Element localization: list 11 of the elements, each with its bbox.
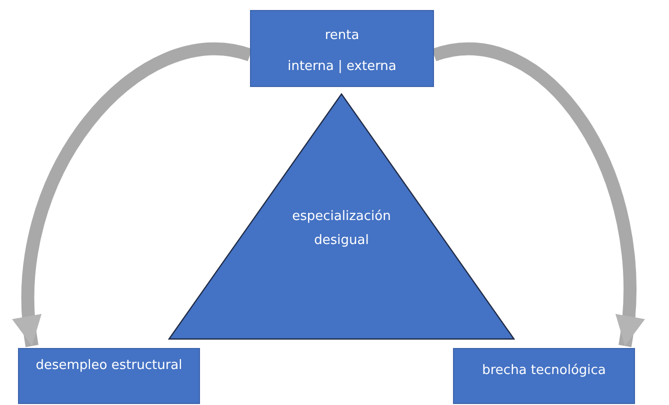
node-label: renta [324, 27, 360, 45]
node-label: desempleo estructural [34, 357, 184, 375]
curved-arrow [14, 42, 252, 347]
process-box [18, 348, 200, 404]
curved-arrow [432, 42, 644, 347]
node-label: brecha tecnológica [481, 362, 607, 380]
node-label: interna | externa [286, 58, 398, 76]
process-box [250, 10, 434, 87]
triangle-shape [168, 93, 515, 340]
process-box [453, 348, 635, 404]
node-label: especialización desigual [291, 208, 392, 250]
